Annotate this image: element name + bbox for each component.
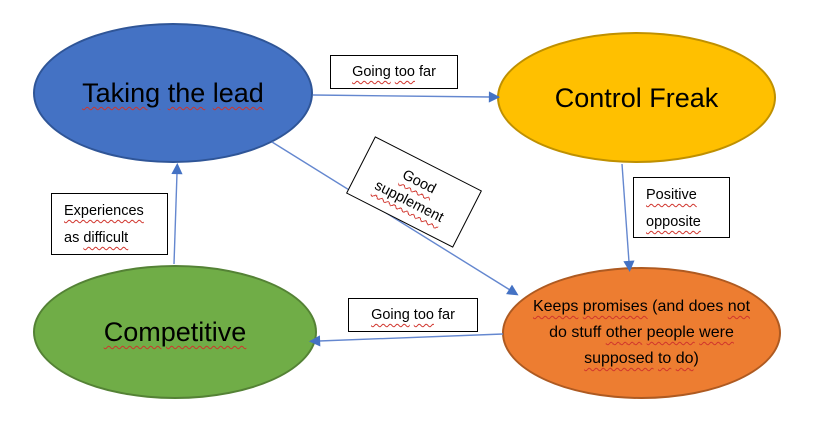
- arrow-competitive-to-taking: [171, 162, 183, 265]
- node-label-competitive: Competitive: [103, 317, 247, 347]
- edge-label-good-supplement: Good supplement: [346, 136, 482, 248]
- arrow-keepspromises-to-competitive: [308, 333, 504, 347]
- node-taking-the-lead: Taking the lead: [33, 23, 313, 163]
- node-label-taking-the-lead: Taking the lead: [82, 78, 264, 108]
- arrow-controlfreak-to-keepspromises: [621, 163, 635, 273]
- edge-label-going-too-far-bottom: Going too far: [348, 298, 478, 332]
- node-label-keeps-promises: Keeps promises (and does not do stuff ot…: [532, 298, 751, 367]
- edge-label-experiences-as-difficult: Experiences as difficult: [51, 193, 168, 255]
- node-control-freak: Control Freak: [497, 32, 776, 163]
- arrow-taking-to-controlfreak: [312, 91, 501, 103]
- edge-label-going-too-far-top: Going too far: [330, 55, 458, 89]
- node-keeps-promises: Keeps promises (and does not do stuff ot…: [502, 267, 781, 399]
- node-label-control-freak: Control Freak: [554, 82, 719, 113]
- node-competitive: Competitive: [33, 265, 317, 399]
- edge-label-positive-opposite: Positive opposite: [633, 177, 730, 238]
